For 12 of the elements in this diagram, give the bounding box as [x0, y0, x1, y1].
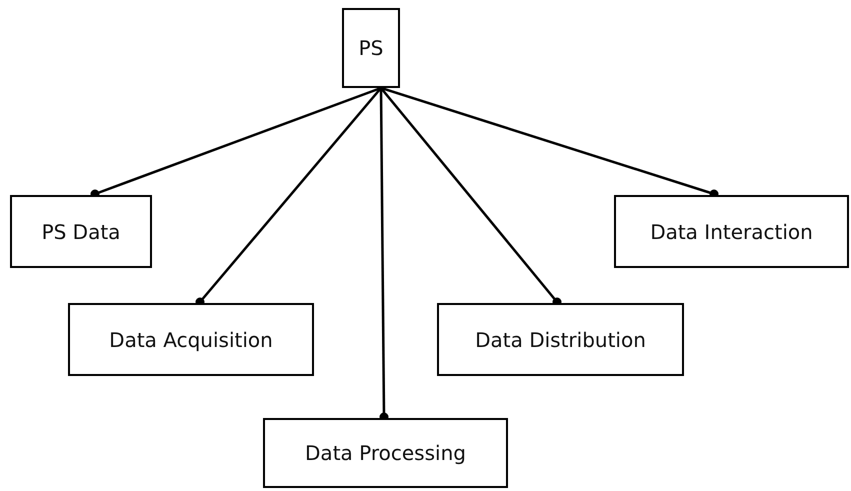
box-label: Data Distribution: [475, 328, 646, 352]
process-box: [10, 195, 152, 268]
process-box: [614, 195, 849, 268]
box-label: Data Interaction: [650, 220, 813, 244]
box-label: PS: [358, 36, 384, 60]
box-label: PS Data: [42, 220, 120, 244]
box-label: Data Processing: [305, 441, 466, 465]
box-label: Data Acquisition: [109, 328, 273, 352]
process-box: [263, 418, 508, 488]
process-box: [342, 8, 400, 88]
process-box: [68, 303, 314, 376]
process-box: [437, 303, 684, 376]
